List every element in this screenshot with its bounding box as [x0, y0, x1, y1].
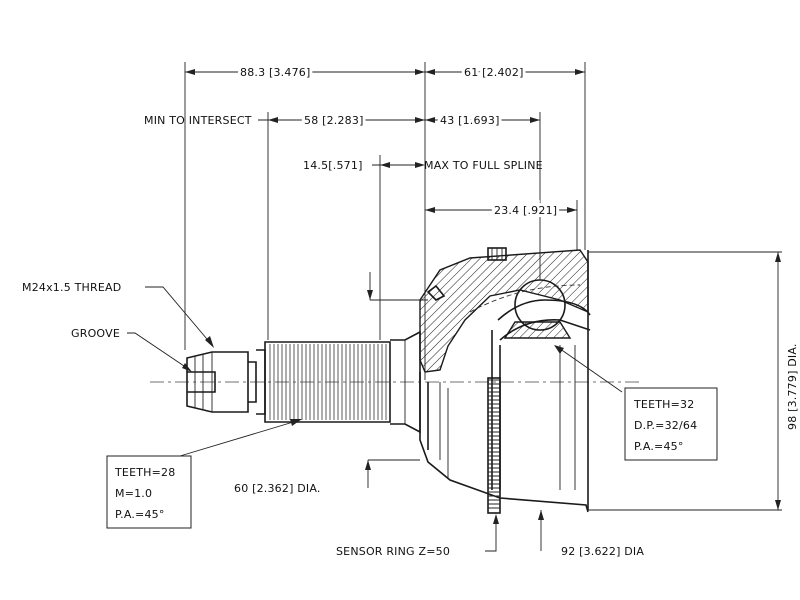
dim-14-5: 14.5[.571]	[303, 159, 363, 172]
thread-callout: M24x1.5 THREAD	[22, 281, 121, 294]
groove-callout: GROOVE	[71, 327, 120, 340]
dim-overall-left: 88.3 [3.476]	[240, 66, 310, 79]
dim-23-4: 23.4 [.921]	[494, 204, 557, 217]
dim-98-dia: 98 [3.779] DIA.	[786, 343, 799, 430]
sensor-ring-callout: SENSOR RING Z=50	[336, 545, 450, 558]
dim-60-dia: 60 [2.362] DIA.	[234, 482, 321, 495]
threaded-stub	[186, 351, 249, 413]
spec-right-pa: P.A.=45°	[634, 440, 684, 453]
spec-left-pa: P.A.=45°	[115, 508, 165, 521]
dim-43: 43 [1.693]	[440, 114, 500, 127]
spec-left-module: M=1.0	[115, 487, 152, 500]
spec-right-dp: D.P.=32/64	[634, 419, 697, 432]
min-to-intersect-label: MIN TO INTERSECT	[144, 114, 252, 127]
spec-box-bell	[624, 387, 718, 461]
dim-overall-right: 61 [2.402]	[464, 66, 524, 79]
dim-92-dia: 92 [3.622] DIA	[561, 545, 644, 558]
bell-clip	[426, 284, 446, 301]
sensor-ring	[487, 377, 501, 514]
outer-bell-housing	[419, 249, 589, 513]
spec-left-teeth: TEETH=28	[114, 466, 175, 479]
max-to-full-spline-label: MAX TO FULL SPLINE	[424, 159, 543, 172]
spec-right-teeth: TEETH=32	[633, 398, 694, 411]
splined-shaft	[264, 341, 391, 423]
spec-box-shaft	[106, 455, 192, 529]
dim-58: 58 [2.283]	[304, 114, 364, 127]
